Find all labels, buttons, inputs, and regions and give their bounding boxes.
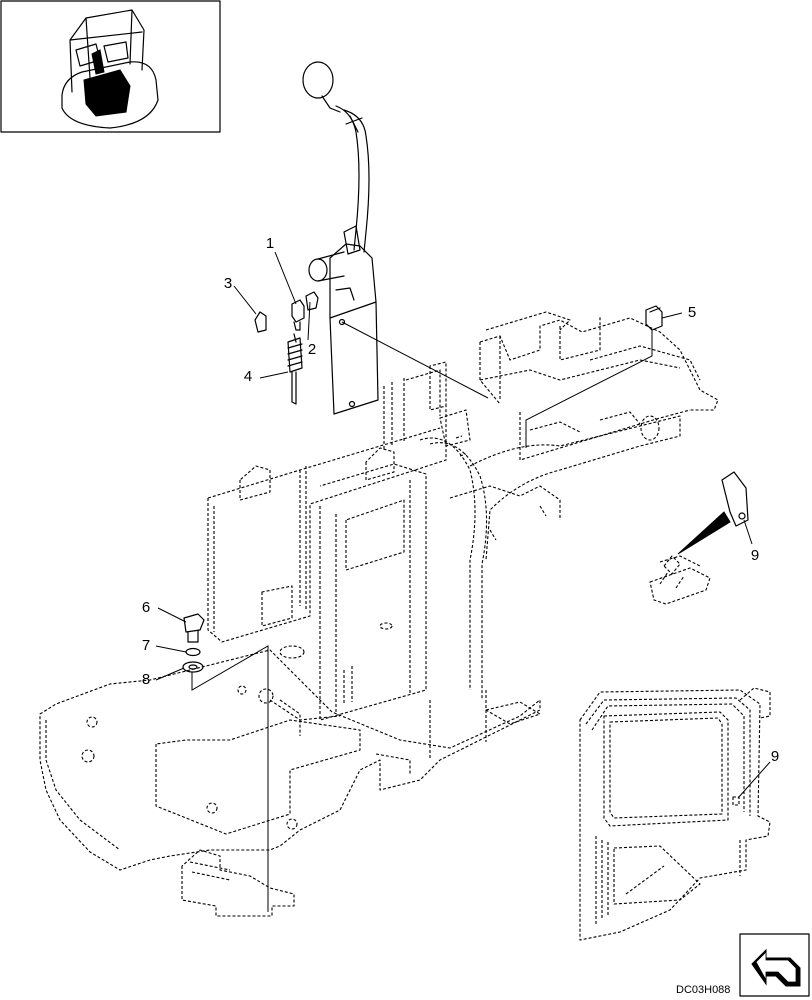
base-plate-dashed (39, 649, 541, 917)
shift-lever-assembly (302, 61, 379, 415)
main-frame-dashed (207, 311, 719, 760)
cab-outline-dashed (579, 687, 771, 941)
callout-6: 6 (142, 599, 150, 616)
detail-small-dashed (649, 555, 711, 605)
small-parts-group (254, 291, 319, 405)
callout-5: 5 (688, 304, 696, 321)
callout-1: 1 (266, 235, 274, 252)
callout-3: 3 (224, 275, 232, 292)
callout-9-bracket: 9 (751, 547, 759, 564)
callout-8: 8 (142, 671, 150, 688)
machine-thumbnail-icon (0, 0, 221, 133)
callout-9-cab: 9 (771, 748, 779, 765)
callout-7: 7 (142, 637, 150, 654)
drawing-code: DC03H088 (676, 984, 730, 996)
bracket-9-part (721, 471, 749, 527)
callout-2: 2 (308, 341, 316, 358)
direction-arrow-icon (739, 933, 810, 997)
bolt-5-part (645, 305, 663, 331)
fastener-stack (182, 613, 205, 673)
callout-labels: 1 2 3 4 5 6 7 8 9 9 (142, 235, 779, 765)
callout-4: 4 (244, 368, 252, 385)
leader-lines (155, 251, 771, 912)
